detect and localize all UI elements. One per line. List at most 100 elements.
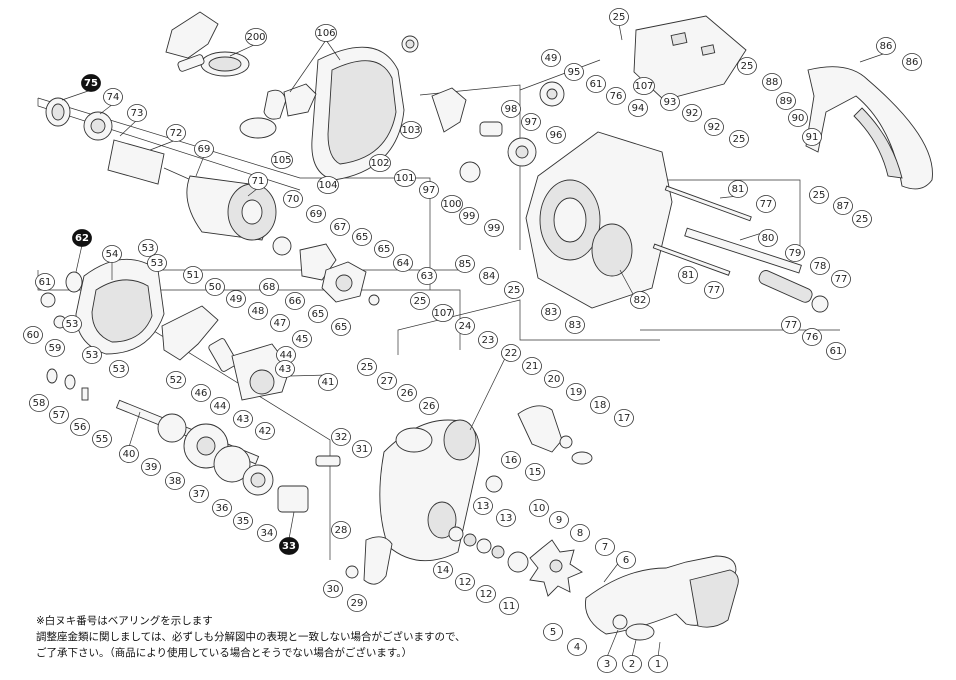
part-22-side-cover [379, 419, 480, 562]
callout-ring [525, 463, 545, 481]
part-107-top-cover [633, 15, 747, 101]
callout-ring [292, 330, 312, 348]
callout-number: 65 [312, 309, 325, 320]
callout-number: 25 [508, 285, 521, 296]
callout-number: 21 [526, 361, 539, 372]
callout-number: 91 [806, 132, 819, 143]
callout-ring [455, 573, 475, 591]
callout-105: 105 [271, 151, 293, 169]
callout-57: 57 [49, 406, 69, 424]
callout-number: 37 [193, 489, 206, 500]
callout-50: 50 [205, 278, 225, 296]
callout-8: 8 [570, 524, 590, 542]
callout-60: 60 [23, 326, 43, 344]
callout-ring [248, 172, 268, 190]
part-40-pinion-shaft [115, 399, 309, 513]
part-57-small-screws [40, 292, 89, 401]
callout-number: 30 [327, 584, 340, 595]
callout-ring [271, 151, 293, 169]
callout-number: 76 [806, 332, 819, 343]
callout-26: 26 [419, 397, 439, 415]
callout-number: 20 [548, 374, 561, 385]
callout-number: 96 [550, 130, 563, 141]
callout-ring [29, 394, 49, 412]
callout-number: 97 [423, 185, 436, 196]
callout-56: 56 [70, 418, 90, 436]
callout-ring [479, 267, 499, 285]
callout-number: 25 [813, 190, 826, 201]
callout-number: 90 [792, 113, 805, 124]
callout-number: 29 [351, 598, 364, 609]
callout-55: 55 [92, 430, 112, 448]
callout-number: 103 [401, 125, 420, 136]
callout-ring [317, 176, 339, 194]
callout-ring [496, 509, 516, 527]
callout-ring [529, 499, 549, 517]
callout-number: 53 [113, 364, 126, 375]
callout-ring [476, 585, 496, 603]
callout-number: 62 [75, 233, 89, 244]
part-67-gear-set [272, 236, 380, 306]
callout-ring [478, 331, 498, 349]
callout-number: 81 [682, 270, 695, 281]
callout-ring [352, 440, 372, 458]
callout-53: 53 [109, 360, 129, 378]
callout-ring [285, 292, 305, 310]
callout-86: 86 [876, 37, 896, 55]
callout-37: 37 [189, 485, 209, 503]
part-9-star-drag [529, 539, 583, 597]
callout-ring [315, 24, 337, 42]
callout-14: 14 [433, 561, 453, 579]
callout-77: 77 [756, 195, 776, 213]
callout-number: 56 [74, 422, 87, 433]
callout-99: 99 [459, 207, 479, 225]
callout-ring [622, 655, 642, 673]
callout-ring [499, 597, 519, 615]
callout-3: 3 [597, 655, 617, 673]
callout-29: 29 [347, 594, 367, 612]
callout-38: 38 [165, 472, 185, 490]
callout-number: 6 [623, 555, 629, 566]
callout-107: 107 [633, 77, 655, 95]
callout-number: 77 [708, 285, 721, 296]
part-82-main-body [525, 131, 673, 309]
callout-4: 4 [567, 638, 587, 656]
callout-ring [283, 190, 303, 208]
callout-81: 81 [728, 180, 748, 198]
callout-ring [257, 524, 277, 542]
note-washer: 調整座金類に関しましては、必ずしも分解図中の表現と一致しない場合がございますので… [36, 631, 466, 643]
callout-ring [419, 397, 439, 415]
callout-23: 23 [478, 331, 498, 349]
callout-81: 81 [678, 266, 698, 284]
callout-ring [419, 181, 439, 199]
callout-number: 34 [261, 528, 274, 539]
callout-ring [802, 328, 822, 346]
callout-number: 76 [610, 91, 623, 102]
callout-number: 58 [33, 398, 46, 409]
callout-ring [270, 314, 290, 332]
callout-number: 24 [459, 321, 472, 332]
callout-44: 44 [210, 397, 230, 415]
callout-25: 25 [729, 130, 749, 148]
callout-51: 51 [183, 266, 203, 284]
callout-65: 65 [331, 318, 351, 336]
callout-number: 72 [170, 128, 183, 139]
callout-ring [81, 74, 101, 92]
callout-ring [501, 100, 521, 118]
callout-number: 84 [483, 271, 496, 282]
callout-ring [210, 397, 230, 415]
callout-number: 61 [830, 346, 843, 357]
callout-76: 76 [606, 87, 626, 105]
callout-number: 71 [252, 176, 265, 187]
callout-100: 100 [441, 195, 463, 213]
callout-ring [501, 344, 521, 362]
callout-number: 25 [741, 61, 754, 72]
callout-95: 95 [564, 63, 584, 81]
callout-53: 53 [82, 346, 102, 364]
callout-number: 41 [322, 377, 335, 388]
callout-86: 86 [902, 53, 922, 71]
callout-ring [205, 278, 225, 296]
callout-ring [544, 370, 564, 388]
callout-number: 25 [856, 214, 869, 225]
callout-6: 6 [616, 551, 636, 569]
